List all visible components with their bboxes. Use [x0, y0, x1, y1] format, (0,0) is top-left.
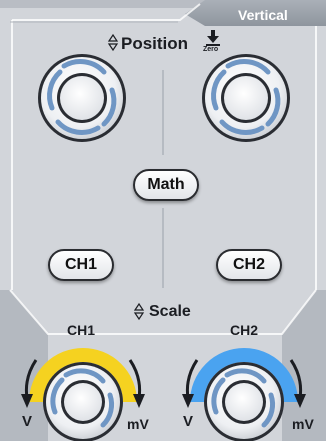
- ch1-color-ring: [29, 348, 137, 403]
- math-button[interactable]: Math: [133, 169, 199, 201]
- ch2-color-ring: [190, 348, 298, 403]
- position-label: Position: [121, 34, 189, 53]
- ch2-millivolt-unit-label: mV: [292, 416, 314, 432]
- zero-label: Zero: [203, 46, 219, 53]
- vertical-header-tab: [185, 0, 326, 26]
- ch2-position-knob[interactable]: [202, 54, 290, 142]
- ch2-scale-label: CH2: [230, 322, 259, 338]
- ch2-button[interactable]: CH2: [216, 249, 282, 281]
- position-updown-icon: [107, 33, 119, 52]
- ch1-scale-label: CH1: [67, 322, 96, 338]
- ch1-position-knob[interactable]: [38, 54, 126, 142]
- scale-label: Scale: [149, 303, 191, 320]
- zero-icon: [206, 30, 220, 46]
- ch1-cw-arrow-icon: [128, 359, 145, 408]
- ch2-cw-arrow-icon: [289, 359, 306, 408]
- ch1-millivolt-unit-label: mV: [127, 416, 149, 432]
- ch1-ccw-arrow-icon: [21, 359, 38, 408]
- ch2-volt-unit-label: V: [183, 413, 194, 430]
- ch2-scale-knob[interactable]: [190, 348, 298, 441]
- ch1-button[interactable]: CH1: [48, 249, 114, 281]
- scale-updown-icon: [133, 302, 145, 321]
- vertical-section-title: Vertical: [238, 7, 288, 23]
- ch2-ccw-arrow-icon: [182, 359, 199, 408]
- ch1-scale-knob[interactable]: [29, 348, 137, 441]
- ch1-volt-unit-label: V: [22, 413, 33, 430]
